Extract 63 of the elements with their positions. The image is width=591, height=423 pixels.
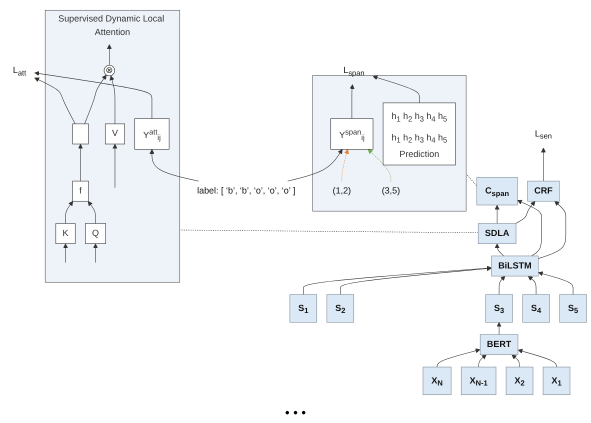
arrow — [518, 348, 557, 368]
node-box: K — [56, 223, 76, 244]
arrow — [287, 149, 342, 182]
arrow — [350, 84, 354, 119]
connector — [179, 230, 478, 234]
node-box: BiLSTM — [491, 256, 539, 276]
node-box: X$_{N-1}$ — [460, 366, 496, 396]
node-text: L$_{span}$ — [343, 66, 364, 77]
arrow — [340, 266, 492, 295]
node-box: CRF — [527, 180, 560, 202]
node-text: L$_{sen}$ — [534, 129, 552, 140]
arrow — [478, 354, 487, 368]
node-text: L$_{att}$ — [12, 66, 26, 77]
node-text: (3,5) — [382, 186, 400, 196]
node-circle: ⊗ — [104, 64, 115, 76]
arrow — [515, 201, 536, 224]
node-box: C$_{span}$ — [476, 177, 518, 206]
arrow — [112, 144, 118, 188]
arrow — [436, 348, 480, 368]
arrow — [106, 44, 112, 66]
arrow — [517, 200, 542, 256]
node-box: h$_{1}$ h$_{2}$ h$_{3}$ h$_{4}$ h$_{5}$ h$_{1}$ h$_{2}$ h$_{3}$ h$_{4}$ h$_{5}$ Prediction — [382, 102, 456, 166]
ellipsis-label: • • • — [285, 405, 306, 420]
arrow — [110, 75, 116, 124]
node-box: X$_{N}$ — [422, 366, 452, 396]
node-text: (1,2) — [332, 186, 352, 196]
arrow — [498, 276, 506, 295]
arrow — [63, 243, 68, 263]
arrow — [494, 243, 504, 256]
node-box: X$_{2}$ — [506, 366, 534, 396]
node-box: BERT — [480, 334, 518, 355]
node-box: S$_{5}$ — [559, 294, 587, 323]
node-box: Q — [85, 223, 106, 244]
arrow — [528, 276, 536, 295]
arrow — [538, 201, 566, 259]
node-box: S$_{4}$ — [522, 294, 550, 323]
arrow — [494, 204, 500, 224]
arrow — [538, 271, 574, 295]
arrow — [368, 149, 392, 182]
arrow — [34, 78, 76, 124]
arrow — [34, 71, 152, 119]
node-box: S$_{3}$ — [485, 294, 513, 323]
arrow — [65, 201, 74, 224]
arrow — [372, 75, 420, 104]
arrow — [512, 354, 520, 368]
node-box: f — [72, 180, 89, 202]
connector — [466, 174, 478, 186]
node-box: S$_{2}$ — [326, 294, 354, 323]
node-box: V — [104, 124, 125, 144]
arrow — [496, 322, 502, 335]
arrow — [540, 148, 546, 182]
node-box: X$_{1}$ — [542, 366, 570, 396]
arrow — [149, 149, 200, 182]
arrow — [84, 74, 107, 124]
arrow — [303, 266, 492, 295]
arrow — [78, 144, 83, 182]
arrow — [88, 201, 96, 224]
arrow — [93, 243, 98, 263]
node-box: S$_{1}$ — [290, 294, 318, 323]
node-box — [72, 124, 89, 144]
arrow — [342, 149, 349, 182]
node-box: SDLA — [478, 223, 516, 244]
node-text: label: [ ‘b’, ‘b’, ‘o’, ‘o’, ‘o’ ] — [197, 186, 296, 196]
